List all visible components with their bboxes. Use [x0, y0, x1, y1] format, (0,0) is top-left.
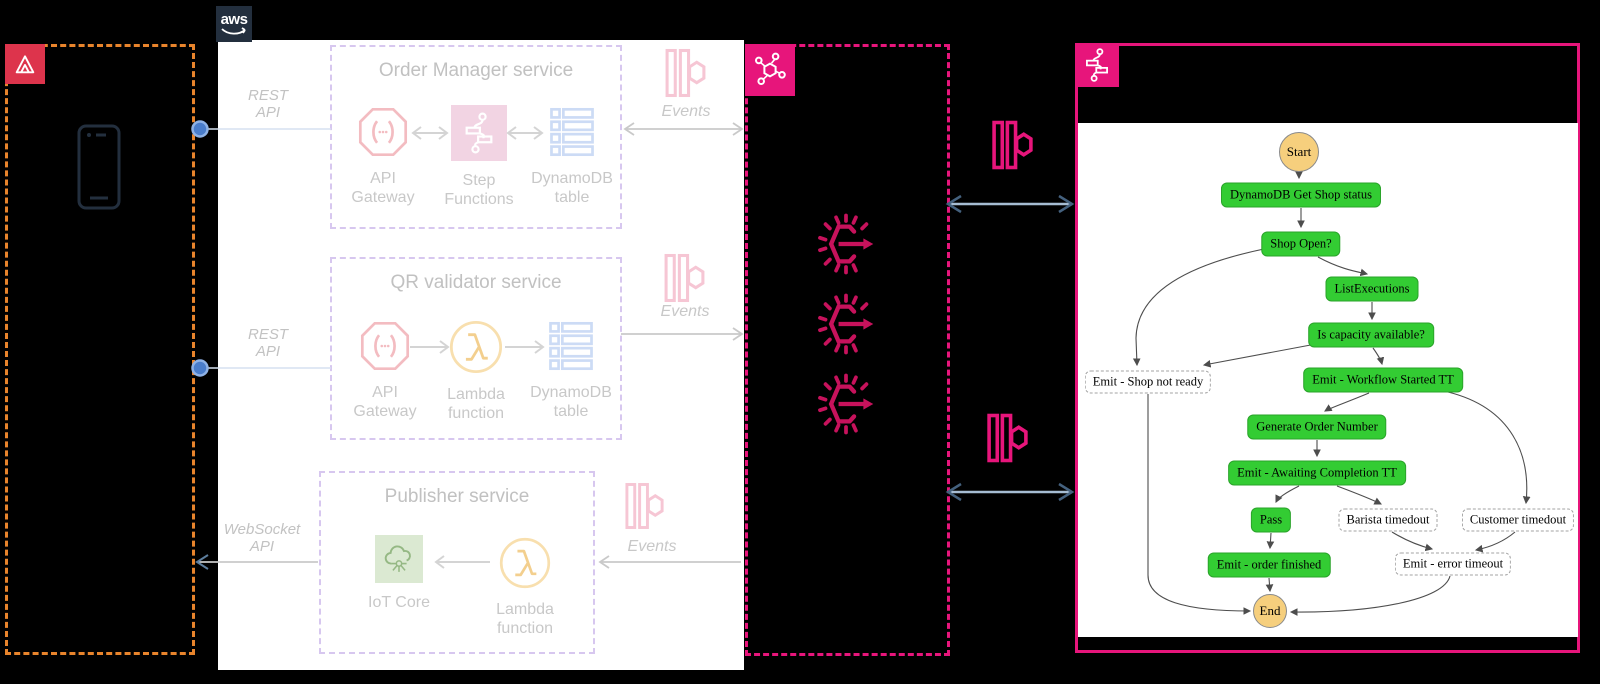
eventbridge-rule-icon	[818, 293, 874, 355]
wf-emit-shop-not-ready-node: Emit - Shop not ready	[1084, 370, 1212, 394]
wf-emit-awaiting-completion-node: Emit - Awaiting Completion TT	[1228, 460, 1406, 486]
aws-logo-text: aws	[220, 10, 248, 28]
qr-api-gateway-label: API Gateway	[353, 384, 417, 420]
om-step-functions-label: Step Functions	[444, 172, 514, 208]
pub-iot-core-component: IoT Core	[344, 535, 454, 612]
events-icon	[992, 120, 1033, 170]
amplify-icon	[5, 44, 45, 84]
workflow-panel: Start DynamoDB Get Shop status Shop Open…	[1078, 123, 1578, 637]
step-functions-container	[1075, 43, 1580, 653]
om-rest-api-label: REST API	[247, 87, 288, 121]
wf-emit-order-finished-node: Emit - order finished	[1207, 552, 1331, 578]
client-app-container	[5, 44, 195, 655]
wf-customer-timedout-node: Customer timedout	[1461, 508, 1575, 532]
iot-core-icon	[375, 535, 423, 583]
wf-get-shop-status-node: DynamoDB Get Shop status	[1220, 182, 1382, 208]
pub-events-label: Events	[627, 538, 677, 555]
step-functions-icon	[451, 105, 507, 161]
order-manager-title: Order Manager service	[378, 60, 574, 81]
pub-iot-core-label: IoT Core	[368, 594, 430, 611]
qr-validator-service-box: QR validator service	[330, 257, 622, 440]
eventbridge-stepfunctions-arrow	[945, 194, 1075, 214]
eventbridge-rule-icon	[818, 373, 874, 435]
events-icon	[664, 253, 705, 303]
eventbridge-stepfunctions-arrow	[945, 482, 1075, 502]
events-icon	[665, 48, 706, 98]
om-step-functions-component: Step Functions	[424, 105, 534, 209]
om-events-group	[663, 47, 709, 99]
qr-events-group	[662, 252, 708, 304]
dynamodb-table-icon	[550, 107, 594, 157]
dynamodb-table-icon	[549, 321, 593, 371]
step-functions-glyph	[1086, 48, 1108, 82]
workflow-edges	[1132, 171, 1531, 616]
wf-is-capacity-available-node: Is capacity available?	[1308, 322, 1434, 348]
wf-pass-node: Pass	[1250, 507, 1292, 533]
wf-barista-timedout-node: Barista timedout	[1338, 508, 1438, 532]
qr-dynamodb-label: DynamoDB table	[530, 384, 612, 420]
qr-lambda-label: Lambda function	[447, 386, 505, 422]
qr-validator-title: QR validator service	[390, 272, 562, 293]
qr-rest-api-label: REST API	[247, 326, 288, 360]
events-icon	[987, 413, 1028, 463]
pub-lambda-component: Lambda function	[470, 536, 580, 638]
publisher-title: Publisher service	[384, 486, 530, 507]
events-icon	[625, 483, 664, 529]
step-functions-icon	[1075, 43, 1119, 87]
om-events-label: Events	[661, 103, 711, 120]
amplify-glyph	[15, 55, 35, 74]
pub-events-group	[623, 481, 667, 531]
om-api-gateway-component: API Gateway	[328, 105, 438, 207]
qr-api-gateway-component: API Gateway	[330, 319, 440, 421]
om-dynamodb-label: DynamoDB table	[531, 170, 613, 206]
om-api-gateway-label: API Gateway	[351, 170, 415, 206]
api-gateway-icon	[358, 107, 408, 157]
pub-lambda-label: Lambda function	[496, 601, 554, 637]
mobile-phone-icon	[77, 124, 121, 210]
eventbridge-rule-icon	[818, 213, 874, 275]
eventbridge-icon	[745, 44, 795, 96]
wf-emit-workflow-started-node: Emit - Workflow Started TT	[1303, 367, 1463, 393]
publisher-service-box: Publisher service	[319, 471, 595, 654]
om-dynamodb-component: DynamoDB table	[517, 105, 627, 207]
eventbridge-container	[745, 44, 950, 656]
wf-generate-order-number-node: Generate Order Number	[1247, 414, 1387, 440]
lambda-function-icon	[449, 320, 503, 374]
wf-emit-error-timeout-node: Emit - error timeout	[1394, 552, 1512, 576]
wf-start-node: Start	[1279, 132, 1319, 172]
qr-events-label: Events	[660, 303, 710, 320]
qr-dynamodb-component: DynamoDB table	[516, 319, 626, 421]
qr-lambda-component: Lambda function	[421, 319, 531, 423]
order-manager-service-box: Order Manager service	[330, 45, 622, 229]
wf-list-executions-node: ListExecutions	[1325, 276, 1419, 302]
aws-logo: aws	[216, 6, 252, 42]
lambda-function-icon	[499, 537, 551, 589]
pub-websocket-api-label: WebSocket API	[223, 521, 301, 555]
iot-core-glyph	[384, 545, 411, 572]
api-gateway-icon	[360, 321, 410, 371]
wf-end-node: End	[1253, 594, 1287, 628]
step-functions-glyph	[465, 112, 493, 154]
aws-smile-icon	[221, 26, 246, 35]
eventbridge-glyph	[755, 52, 786, 85]
wf-shop-open-node: Shop Open?	[1261, 231, 1341, 257]
